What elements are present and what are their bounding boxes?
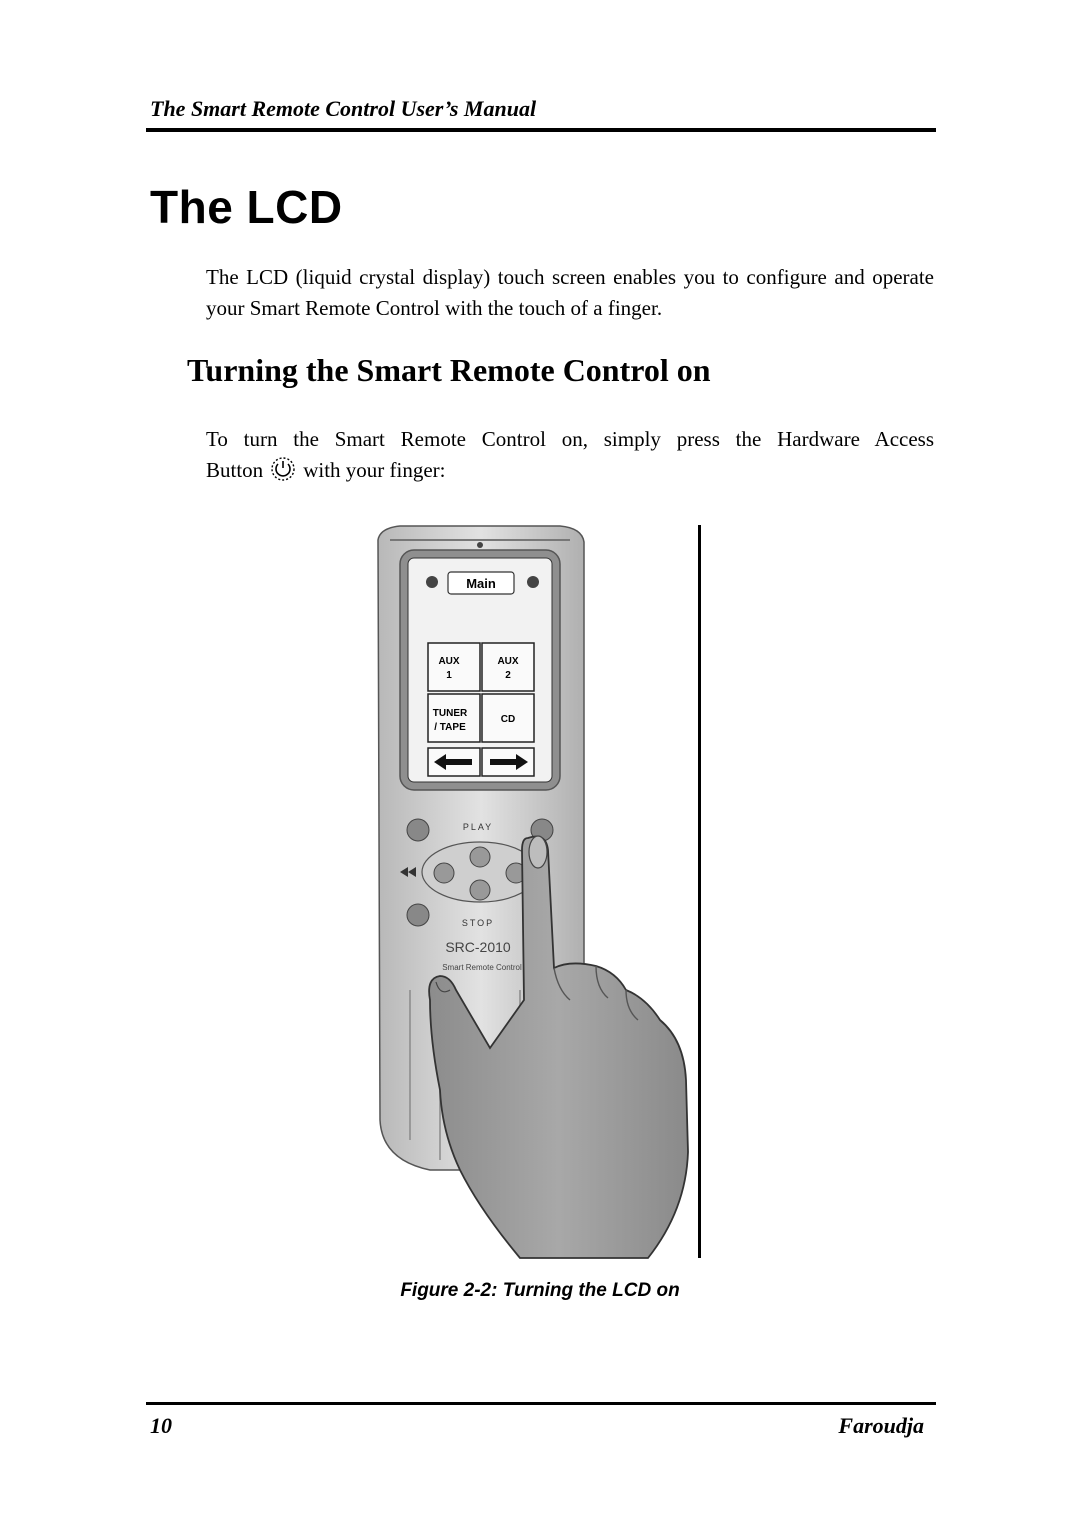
paragraph-line-2: Button with your finger: — [206, 455, 934, 486]
lcd-main-tab — [447, 571, 515, 595]
svg-text:2: 2 — [505, 670, 511, 681]
model-label: SRC-2010 — [445, 939, 511, 955]
paragraph-text-before-icon: Button — [206, 458, 264, 482]
remote-figure: Main AUX 1 AUX 2 TUNER / TAPE CD PLAY ST… — [370, 520, 710, 1260]
power-button-icon — [267, 455, 299, 483]
header-rule — [146, 128, 936, 132]
figure-caption: Figure 2-2: Turning the LCD on — [400, 1280, 680, 1301]
remote-led — [477, 542, 483, 548]
left-arrow-icon — [434, 754, 472, 770]
paragraph-text-after-icon: with your finger: — [303, 458, 446, 482]
remote-illustration: Main AUX 1 AUX 2 TUNER / TAPE CD PLAY ST… — [377, 525, 701, 1259]
footer-brand: Faroudja — [838, 1413, 924, 1438]
thumb-nail — [435, 981, 451, 993]
page-number: 10 — [150, 1413, 172, 1438]
svg-text:1: 1 — [446, 670, 452, 681]
section-title: The LCD — [150, 181, 343, 233]
subsection-title: Turning the Smart Remote Control on — [187, 352, 711, 388]
footer-rule — [146, 1402, 936, 1405]
lcd-button-aux2-label: AUX — [497, 656, 518, 667]
hand-illustration — [428, 835, 689, 1259]
brand-label: Smart Remote Control — [442, 963, 522, 972]
lcd-left-icon — [426, 576, 438, 588]
lcd-button-aux2 — [481, 642, 535, 692]
dpad-up — [469, 846, 491, 868]
dpad-down — [469, 879, 491, 901]
figure-vertical-rule — [698, 525, 701, 1258]
hw-button-top-left — [406, 818, 430, 842]
lcd-button-cd-label: CD — [501, 714, 515, 725]
hw-button-bottom-left — [406, 903, 430, 927]
stop-label: STOP — [462, 918, 494, 928]
running-header: The Smart Remote Control User’s Manual — [150, 96, 537, 121]
svg-text:/ TAPE: / TAPE — [434, 722, 466, 733]
lcd-main-label: Main — [466, 576, 496, 591]
lcd-button-aux1-label: AUX — [438, 656, 459, 667]
lcd-button-aux1 — [427, 642, 481, 692]
section-paragraph: The LCD (liquid crystal display) touch s… — [206, 265, 934, 320]
right-arrow-icon — [490, 754, 528, 770]
fingernail — [528, 835, 548, 869]
paragraph-line-1: To turn the Smart Remote Control on, sim… — [206, 427, 934, 451]
subsection-paragraph: To turn the Smart Remote Control on, sim… — [206, 424, 934, 486]
dpad-left — [433, 862, 455, 884]
lcd-button-tuner — [427, 693, 481, 743]
play-label: PLAY — [463, 822, 493, 832]
lcd-button-tuner-label: TUNER — [433, 708, 468, 719]
lcd-button-cd — [481, 693, 535, 743]
lcd-right-icon — [527, 576, 539, 588]
rewind-icon — [400, 867, 416, 877]
